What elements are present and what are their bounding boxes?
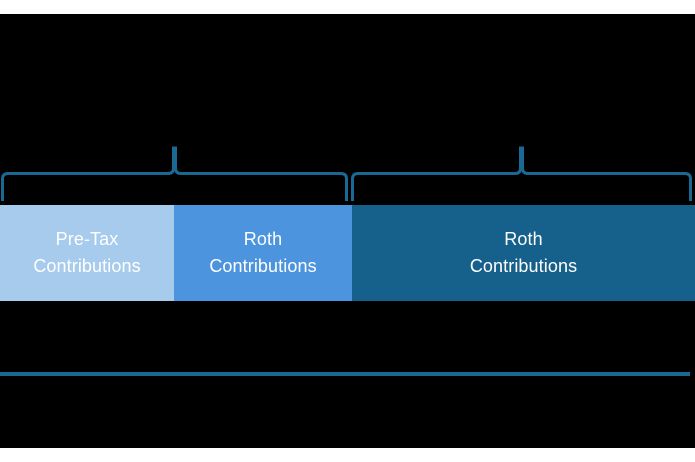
- segment-pretax-label-line1: Pre-Tax: [55, 229, 119, 249]
- segment-roth-dark-label-line2: Contributions: [469, 256, 578, 276]
- contribution-bar-row: Pre-Tax Contributions Roth Contributions…: [0, 205, 695, 301]
- curly-bracket-icon: [1, 146, 348, 201]
- segment-roth-label-line2: Contributions: [209, 256, 317, 276]
- segment-roth-dark-label-line1: Roth: [504, 229, 543, 249]
- segment-roth-label-line1: Roth: [243, 229, 283, 249]
- segment-roth-contributions-dark[interactable]: Roth Contributions: [352, 205, 695, 301]
- curly-bracket-icon: [351, 146, 692, 201]
- horizontal-rule: [0, 372, 690, 376]
- segment-pretax-label-line2: Contributions: [33, 256, 141, 276]
- right-bracket: [351, 146, 692, 202]
- segment-roth-contributions[interactable]: Roth Contributions: [174, 205, 352, 301]
- segment-pretax-contributions[interactable]: Pre-Tax Contributions: [0, 205, 174, 301]
- left-bracket: [1, 146, 348, 202]
